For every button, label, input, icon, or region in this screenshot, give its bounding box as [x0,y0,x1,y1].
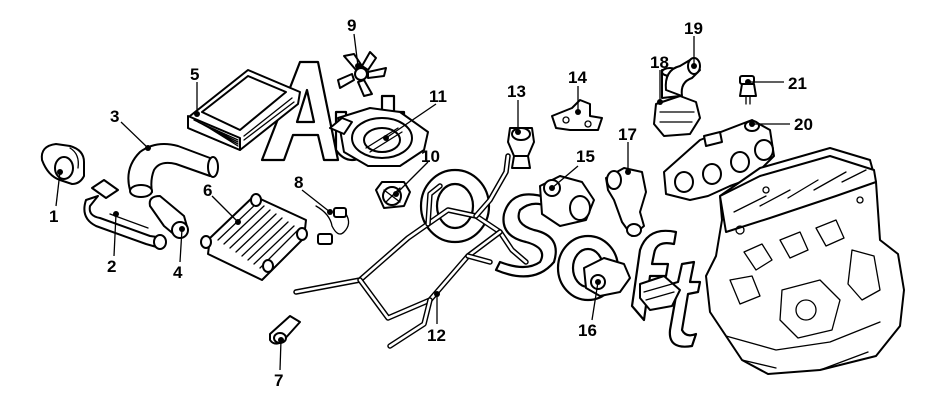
callout-17: 17 [618,125,637,144]
callout-7: 7 [274,371,283,390]
part-17-exhaust-section [605,167,647,237]
part-4-short-hose [148,195,189,239]
part-5-heater-core [187,69,301,151]
callout-6: 6 [203,181,212,200]
callout-10: 10 [421,147,440,166]
callout-labels: 1 2 3 4 5 6 7 8 9 10 11 12 13 14 15 16 1… [49,16,813,390]
callout-20: 20 [794,115,813,134]
callout-8: 8 [294,173,303,192]
callout-5: 5 [190,65,199,84]
callout-21: 21 [788,74,807,93]
callout-16: 16 [578,321,597,340]
callout-1: 1 [49,207,58,226]
part-16-thermostat-housing [583,257,681,311]
part-11-blower-housing [329,107,429,167]
part-3-long-hose [127,143,219,198]
callout-12: 12 [427,326,446,345]
callout-3: 3 [110,107,119,126]
callout-14: 14 [568,68,587,87]
engine-block [705,147,905,375]
callout-15: 15 [576,147,595,166]
callout-2: 2 [107,257,116,276]
callout-19: 19 [684,19,703,38]
callout-4: 4 [173,263,183,282]
part-12-wiring-harness [293,153,529,349]
part-6-oil-cooler [200,193,308,281]
part-14-bracket [551,99,603,131]
part-7-small-hose [269,315,301,345]
callout-18: 18 [650,53,669,72]
part-1-hose-elbow [40,143,85,185]
part-2-bent-pipe [83,179,167,250]
callout-13: 13 [507,82,526,101]
part-8-sensor-wire [315,205,350,245]
leader-lines [55,33,790,371]
callout-9: 9 [347,16,356,35]
part-13-switch [507,127,535,169]
part-9-fan [337,51,387,97]
part-15-valve [539,175,595,227]
callout-11: 11 [429,87,447,106]
